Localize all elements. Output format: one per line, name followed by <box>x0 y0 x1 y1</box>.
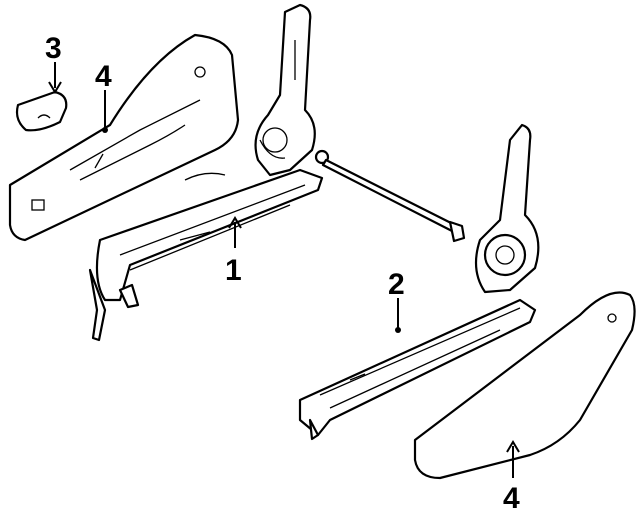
callout-1: 1 <box>225 254 242 287</box>
callout-4-left: 4 <box>95 60 112 93</box>
seat-adjuster-right <box>298 123 540 441</box>
callout-3: 3 <box>45 32 62 65</box>
connecting-rod <box>314 149 466 243</box>
side-cover-left <box>8 33 240 242</box>
recliner-knob <box>15 90 68 132</box>
callout-2: 2 <box>388 268 405 301</box>
callout-4-right: 4 <box>503 482 520 515</box>
seat-adjuster-left <box>88 3 324 342</box>
side-cover-right <box>413 291 636 480</box>
leader-lines <box>48 62 520 478</box>
